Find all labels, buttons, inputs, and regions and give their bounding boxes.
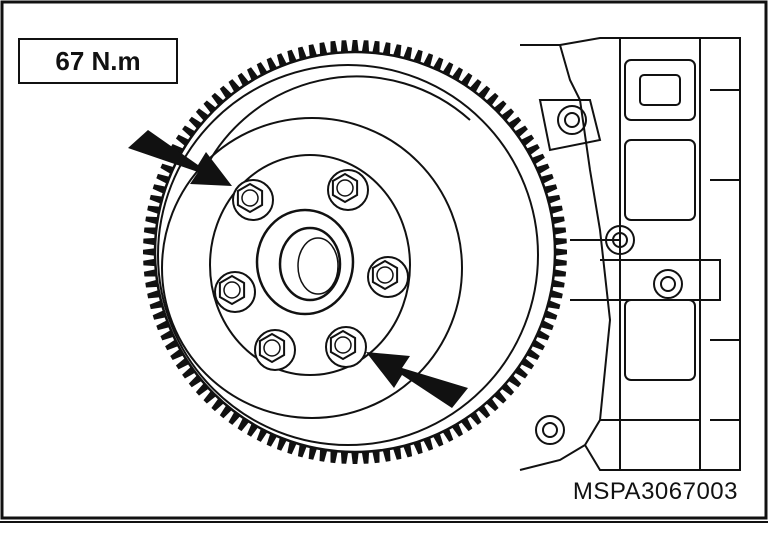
- flywheel-bolt: [232, 179, 274, 221]
- gear-tooth: [143, 269, 157, 277]
- gear-tooth: [319, 448, 328, 462]
- gear-tooth: [547, 300, 561, 310]
- gear-tooth: [423, 53, 434, 67]
- gear-tooth: [540, 320, 554, 331]
- gear-tooth: [413, 49, 423, 63]
- gear-tooth: [287, 49, 297, 63]
- gear-tooth: [156, 173, 170, 184]
- gear-tooth: [433, 57, 444, 71]
- flywheel-bolt: [214, 271, 256, 313]
- flywheel-face: [161, 117, 463, 419]
- gear-tooth: [152, 310, 166, 320]
- gear-tooth: [319, 42, 328, 56]
- gear-tooth: [413, 441, 423, 455]
- gear-tooth: [149, 300, 163, 310]
- flywheel-bolt: [325, 326, 367, 368]
- flywheel-bolt: [327, 169, 369, 211]
- gear-tooth: [330, 450, 338, 464]
- gear-tooth: [340, 451, 349, 464]
- flywheel-bolt: [367, 256, 409, 298]
- flywheel: [143, 40, 567, 464]
- gear-tooth: [147, 205, 161, 214]
- hub-bore-inner: [297, 237, 339, 295]
- figure-border: [0, 0, 768, 520]
- gear-tooth: [553, 227, 567, 235]
- gear-tooth: [536, 330, 550, 341]
- gear-tooth: [147, 290, 161, 299]
- arrow-marker-upper: [128, 130, 232, 186]
- gear-tooth: [351, 452, 359, 464]
- gear-tooth: [156, 320, 170, 331]
- gear-tooth: [549, 205, 563, 214]
- gear-tooth: [308, 44, 317, 58]
- gear-tooth: [276, 437, 287, 451]
- torque-spec-label: 67 N.m: [18, 38, 178, 84]
- engine-block: [519, 37, 741, 471]
- gear-tooth: [297, 46, 307, 60]
- gear-tooth: [330, 40, 338, 54]
- gear-tooth: [540, 173, 554, 184]
- bolt-circle-ring: [209, 154, 411, 376]
- ring-gear-root: [153, 50, 557, 454]
- gear-tooth: [372, 450, 380, 464]
- gear-tooth: [393, 446, 402, 460]
- gear-tooth: [145, 216, 159, 225]
- gear-tooth: [143, 227, 157, 235]
- gear-tooth: [145, 279, 159, 288]
- flywheel-bolt: [254, 329, 296, 371]
- gear-tooth: [547, 194, 561, 204]
- arrow-marker-lower: [366, 352, 468, 408]
- gear-tooth: [551, 279, 565, 288]
- figure-id: MSPA3067003: [572, 478, 738, 505]
- gear-tooth: [544, 184, 558, 194]
- gear-tooth: [297, 444, 307, 458]
- gear-tooth: [276, 53, 287, 67]
- gear-tooth: [554, 258, 567, 267]
- gear-tooth: [433, 433, 444, 447]
- gear-tooth: [143, 237, 156, 246]
- gear-tooth: [553, 269, 567, 277]
- gear-tooth: [152, 184, 166, 194]
- gear-tooth: [160, 330, 174, 341]
- gear-tooth: [361, 40, 370, 53]
- gear-tooth: [403, 46, 413, 60]
- gear-tooth: [423, 437, 434, 451]
- flywheel-inner-edge: [199, 75, 471, 181]
- gear-tooth: [382, 42, 391, 56]
- bolt-set: [214, 169, 409, 371]
- gear-tooth: [340, 40, 349, 53]
- gear-tooth: [308, 446, 317, 460]
- gear-tooth: [372, 40, 380, 54]
- gear-tooth: [149, 194, 163, 204]
- gear-tooth: [382, 448, 391, 462]
- gear-tooth: [361, 451, 370, 464]
- gear-tooth: [266, 57, 277, 71]
- gear-tooth: [143, 258, 156, 267]
- gear-tooth: [266, 433, 277, 447]
- gear-tooth: [403, 444, 413, 458]
- gear-tooth: [554, 237, 567, 246]
- gear-tooth: [536, 163, 550, 174]
- gear-tooth: [287, 441, 297, 455]
- gear-tooth: [351, 40, 359, 52]
- gear-tooth: [549, 290, 563, 299]
- gear-tooth: [555, 248, 567, 256]
- gear-tooth: [544, 310, 558, 320]
- gear-tooth: [551, 216, 565, 225]
- hub-bore: [278, 226, 342, 302]
- gear-tooth: [393, 44, 402, 58]
- gear-tooth: [160, 163, 174, 174]
- gear-tooth: [143, 248, 155, 256]
